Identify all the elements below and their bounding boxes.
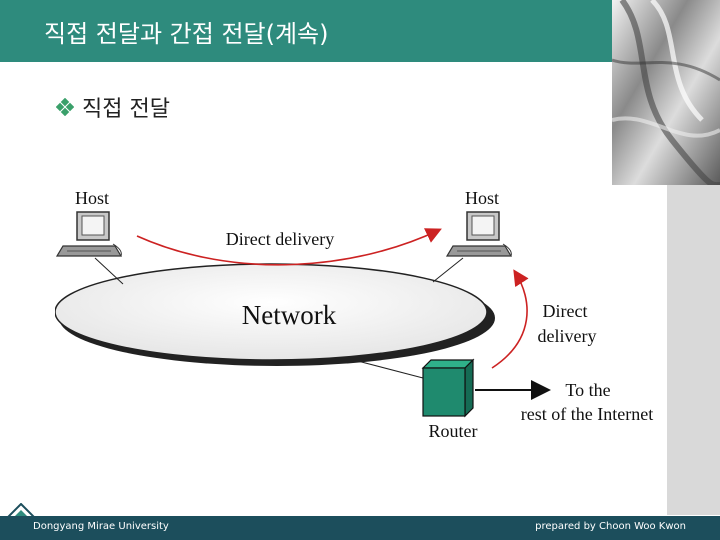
footer-author: prepared by Choon Woo Kwon: [535, 521, 686, 532]
title-bar: 직접 전달과 간접 전달(계속): [0, 0, 612, 62]
host-left-computer-icon: [55, 211, 123, 257]
direct-delivery-diagram: Network Host Host Direct delivery Direct…: [55, 188, 653, 441]
decorative-metal-image: [612, 0, 720, 185]
internet-label-line2: rest of the Internet: [521, 404, 653, 424]
footer-bar: Dongyang Mirae University prepared by Ch…: [0, 516, 720, 540]
host-left-link: [94, 257, 124, 285]
internet-label-line1: To the: [565, 380, 610, 400]
router-link: [349, 358, 424, 379]
footer-university: Dongyang Mirae University: [33, 521, 169, 532]
host-left-label: Host: [75, 188, 109, 208]
slide-title: 직접 전달과 간접 전달(계속): [44, 20, 329, 48]
bullet-item: 직접 전달: [56, 92, 170, 122]
bullet-text: 직접 전달: [82, 97, 170, 122]
decorative-side-strip: [667, 185, 720, 515]
direct-delivery-top-label: Direct delivery: [226, 229, 334, 249]
host-right-label: Host: [465, 188, 499, 208]
network-label: Network: [242, 300, 337, 330]
router-label: Router: [429, 421, 478, 441]
direct-delivery-right-line1: Direct: [543, 301, 588, 321]
direct-delivery-top-arrow: [136, 228, 442, 266]
host-right-link: [432, 257, 464, 283]
direct-delivery-right-arrow: [491, 269, 529, 369]
direct-delivery-right-line2: delivery: [538, 326, 597, 346]
router-cube-icon: [421, 358, 475, 418]
host-right-computer-icon: [445, 211, 513, 257]
diamond-bullet-icon: [56, 98, 74, 116]
